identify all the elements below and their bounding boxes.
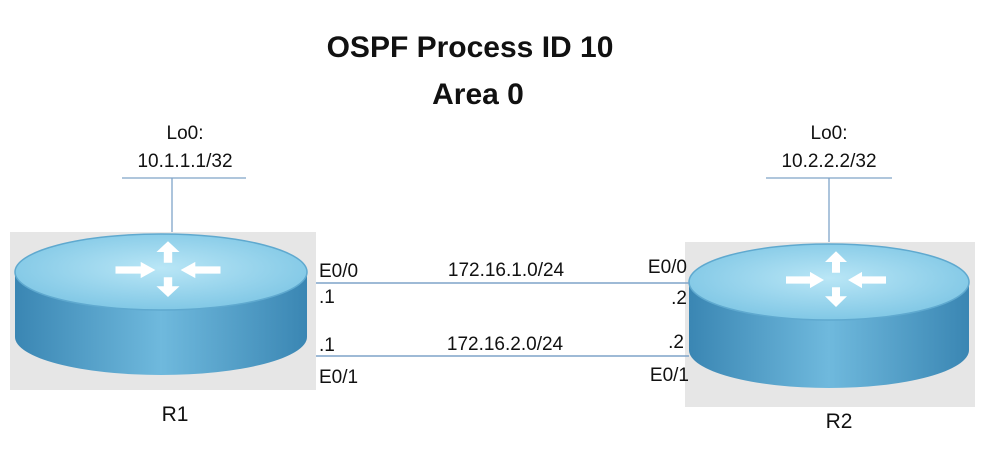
router-r2-name: R2: [826, 410, 853, 433]
r1-interface-e0-0: E0/0: [319, 261, 358, 282]
loopback-r1: Lo0: 10.1.1.1/32: [122, 123, 246, 232]
r1-host-e0-0: .1: [319, 287, 335, 308]
router-r1[interactable]: R1: [10, 232, 316, 426]
router-r2[interactable]: R2: [685, 242, 975, 433]
diagram-title-line1: OSPF Process ID 10: [327, 31, 614, 64]
link-172-16-2[interactable]: 172.16.2.0/24 .1 E0/1 .2 E0/1: [316, 332, 689, 388]
loopback-r2: Lo0: 10.2.2.2/32: [766, 123, 892, 242]
router-r1-top: [14, 233, 308, 311]
link-1-network: 172.16.1.0/24: [448, 260, 565, 281]
router-r1-name: R1: [162, 403, 189, 426]
link-2-network: 172.16.2.0/24: [447, 334, 564, 355]
router-r2-top: [688, 243, 970, 321]
r2-interface-e0-1: E0/1: [650, 365, 689, 386]
link-172-16-1[interactable]: 172.16.1.0/24 E0/0 .1 E0/0 .2: [316, 257, 689, 309]
r1-host-e0-1: .1: [319, 335, 335, 356]
loopback-r1-ip: 10.1.1.1/32: [137, 151, 232, 172]
r2-host-e0-0: .2: [671, 288, 687, 309]
loopback-r2-label: Lo0:: [811, 123, 848, 144]
diagram-title-line2: Area 0: [432, 78, 524, 111]
loopback-r1-label: Lo0:: [167, 123, 204, 144]
r2-host-e0-1: .2: [668, 332, 684, 353]
r1-interface-e0-1: E0/1: [319, 367, 358, 388]
loopback-r2-ip: 10.2.2.2/32: [781, 151, 876, 172]
r2-interface-e0-0: E0/0: [648, 257, 687, 278]
